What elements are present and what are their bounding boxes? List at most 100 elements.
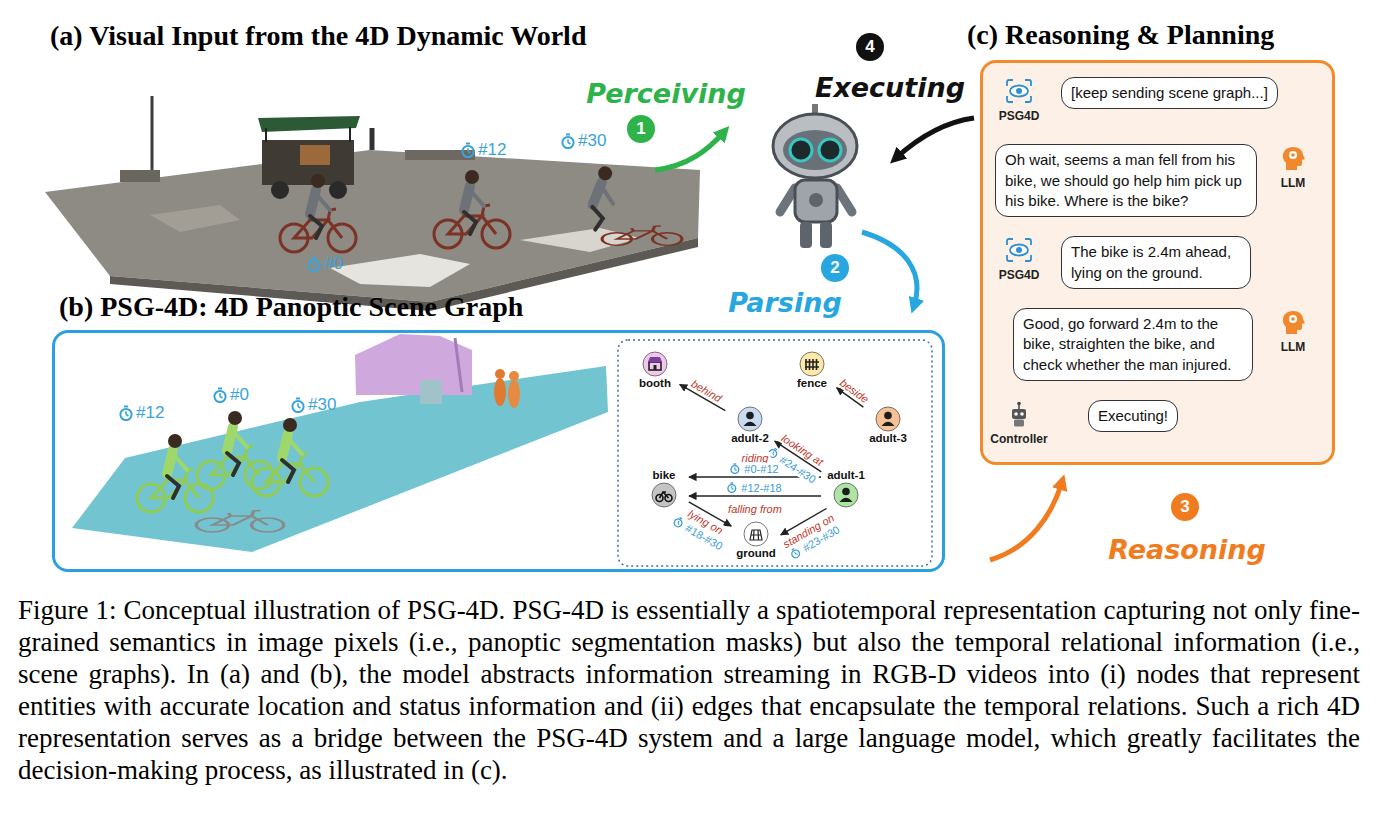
speaker-icon (1004, 400, 1034, 428)
icon-part (648, 357, 662, 362)
speaker-name: PSG4D (999, 268, 1040, 282)
icon-part (746, 411, 754, 419)
speech-bubble: Good, go forward 2.4m to the bike, strai… (1013, 308, 1253, 381)
icon-part (840, 497, 853, 501)
node-icon (642, 351, 668, 377)
bubble-text: Executing! (1098, 406, 1168, 426)
label-holder: 3 (1171, 493, 1199, 521)
node-icon (799, 351, 825, 377)
illustration-polygon (520, 228, 640, 252)
callout-number: 4 (856, 33, 884, 61)
segmentation-scene (72, 334, 932, 566)
label-holder: Controller (990, 429, 1047, 447)
illustration-ellipse (783, 130, 847, 170)
time-span: #0-#12 (742, 463, 780, 475)
edge-label: behind (688, 376, 726, 405)
illustration-rect (795, 180, 837, 222)
label-holder: Executing (815, 72, 965, 103)
step-word: Executing (815, 72, 965, 103)
icon-part (744, 421, 757, 425)
icon-part (750, 530, 762, 540)
graph-node: adult-1 (823, 469, 869, 508)
icon-part (298, 403, 301, 408)
icon-part (1291, 317, 1295, 321)
illustration-ellipse (494, 378, 506, 406)
node-label: ground (734, 547, 778, 560)
graph-node: adult-2 (727, 406, 773, 445)
label-holder: #0 (306, 254, 343, 274)
graph-node: fence (789, 351, 835, 390)
icon-part (314, 262, 317, 267)
illustration-use (282, 418, 302, 482)
node-label: adult-3 (866, 432, 910, 445)
clock-icon (560, 133, 576, 149)
heading-holder: (c) Reasoning & Planning (967, 19, 1274, 51)
illustration-path (990, 482, 1062, 560)
icon-part (1014, 412, 1018, 416)
speaker-icon (1278, 308, 1308, 336)
illustration-line (455, 338, 462, 392)
frame-stamp: #0 (324, 254, 343, 273)
icon-part (124, 406, 128, 408)
label-holder: Parsing (728, 287, 841, 318)
illustration-rect (420, 380, 442, 404)
icon-part (1007, 239, 1031, 261)
speaker-name: LLM (1281, 340, 1306, 354)
clock-icon (460, 142, 476, 158)
illustration-rect (820, 222, 832, 248)
icon-part (738, 407, 762, 431)
speaker-name: Controller (990, 432, 1047, 446)
heading-holder: (b) PSG-4D: 4D Panoptic Scene Graph (59, 291, 523, 323)
speaker-name: LLM (1281, 176, 1306, 190)
label-holder: PSG4D (999, 106, 1040, 124)
callout-number: 2 (821, 254, 849, 282)
illustration-use (589, 165, 618, 231)
icon-part (1010, 245, 1028, 256)
icon-part (790, 549, 801, 560)
icon-part (1020, 412, 1024, 416)
icon-part (214, 391, 225, 402)
illustration-rect (262, 140, 354, 185)
illustration-ellipse (773, 114, 857, 178)
icon-part (731, 466, 739, 474)
illustration-use (310, 174, 330, 238)
icon-part (1014, 420, 1024, 427)
speech-bubble: Executing! (1088, 400, 1178, 432)
figure-caption: Figure 1: Conceptual illustration of PSG… (18, 594, 1360, 786)
illustration-rect (120, 170, 160, 182)
clock-icon (729, 463, 740, 474)
icon-part (732, 487, 734, 490)
illustration-path (780, 188, 795, 212)
bubble-text: The bike is 2.4m ahead, lying on the gro… (1071, 242, 1241, 283)
node-icon (875, 406, 901, 432)
node-icon (651, 482, 677, 508)
icon-part (218, 388, 222, 390)
pier-scene (45, 96, 700, 311)
icon-part (1283, 147, 1305, 170)
speaker-icon (1004, 77, 1034, 105)
illustration-polygon (355, 334, 472, 395)
icon-part (842, 487, 850, 495)
icon-part (876, 407, 900, 431)
step-word: Parsing (728, 287, 841, 318)
icon-part (308, 260, 319, 271)
icon-part (120, 409, 131, 420)
label-holder: LLM (1281, 337, 1306, 355)
illustration-polygon (150, 205, 240, 232)
icon-part (800, 352, 824, 376)
label-holder: Perceiving (586, 78, 746, 109)
speaker-name: PSG4D (999, 109, 1040, 123)
label-holder: 4 (856, 33, 884, 61)
icon-part (1289, 151, 1297, 159)
graph-node: booth (632, 351, 678, 390)
label-holder: LLM (1281, 173, 1306, 191)
label-holder: PSG4D (999, 265, 1040, 283)
illustration-circle (790, 139, 812, 161)
icon-part (834, 483, 858, 507)
edge-label: beside (837, 375, 874, 406)
frame-stamp: #0 (230, 385, 249, 404)
illustration-path (896, 118, 974, 158)
time-span: #12-#18 (739, 482, 783, 494)
icon-part (296, 398, 300, 400)
edge-label: riding (740, 452, 771, 464)
